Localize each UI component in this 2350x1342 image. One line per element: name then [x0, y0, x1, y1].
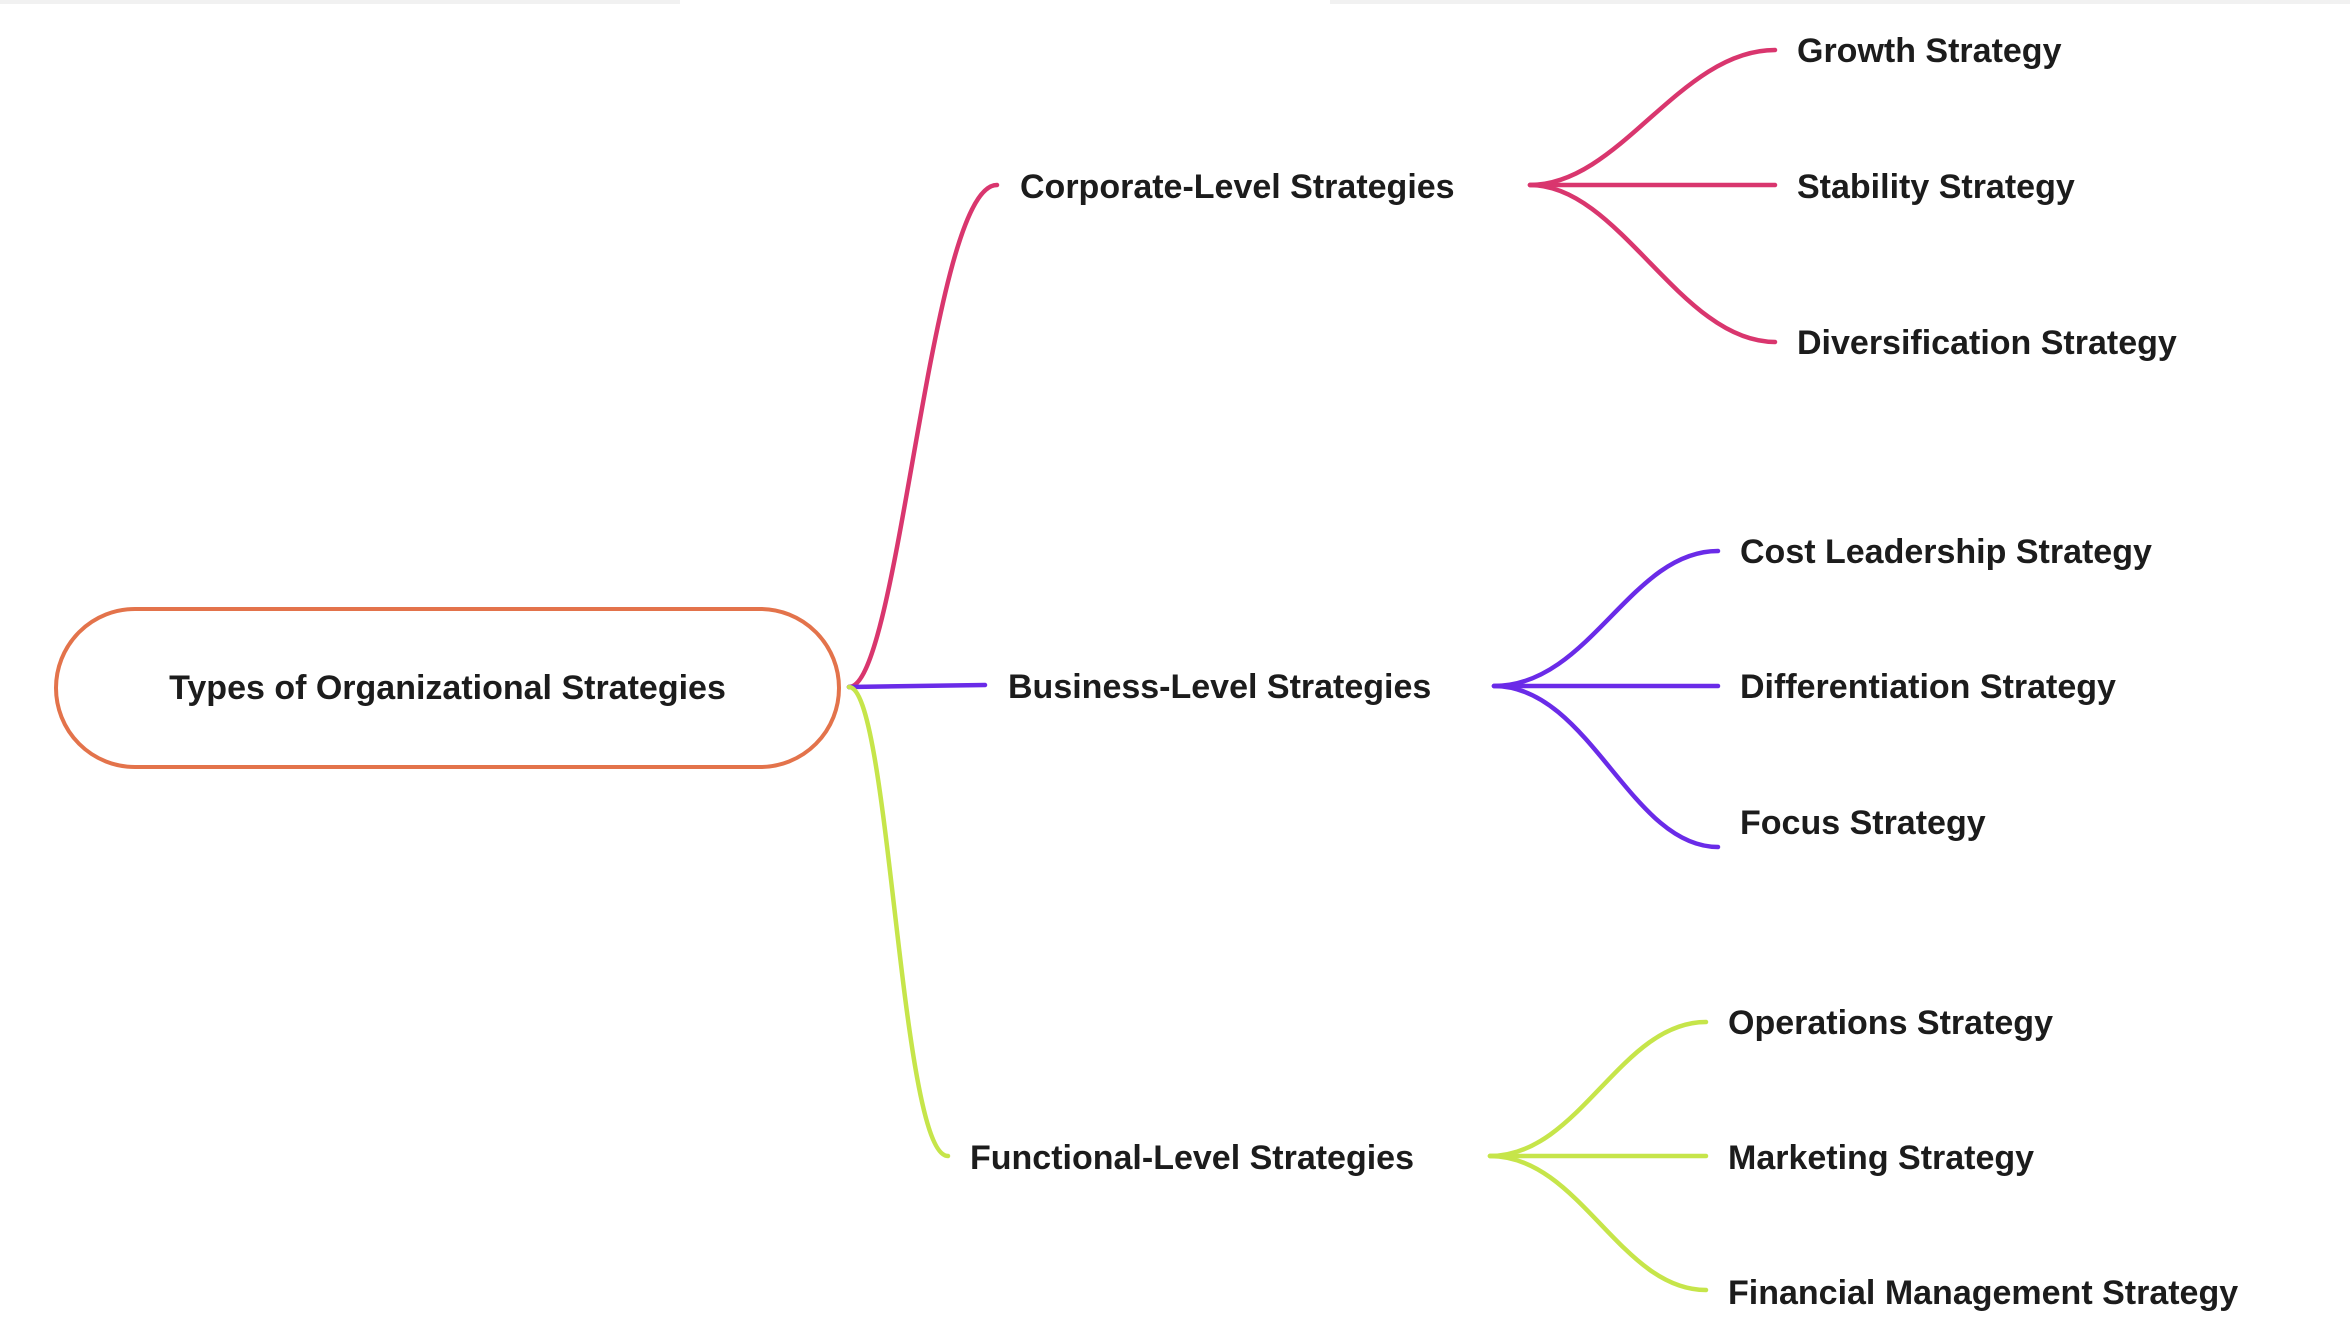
- leaf-node-financial-management[interactable]: Financial Management Strategy: [1728, 1274, 2239, 1312]
- connector-root-corporate: [846, 182, 1000, 690]
- leaf-node-growth[interactable]: Growth Strategy: [1797, 32, 2062, 70]
- connector-business-cost: [1491, 548, 1721, 689]
- connector-root-functional: [846, 684, 951, 1159]
- leaf-node-marketing[interactable]: Marketing Strategy: [1728, 1139, 2035, 1177]
- leaf-node-stability[interactable]: Stability Strategy: [1797, 168, 2075, 206]
- top-edge-shadow: [1330, 0, 2350, 4]
- connector-corporate-diversification: [1527, 182, 1778, 345]
- connector-corporate-growth: [1527, 47, 1778, 188]
- leaf-node-diversification[interactable]: Diversification Strategy: [1797, 324, 2177, 362]
- top-edge-shadow: [0, 0, 680, 4]
- leaf-node-operations[interactable]: Operations Strategy: [1728, 1004, 2053, 1042]
- branch-node-functional[interactable]: Functional-Level Strategies: [970, 1139, 1414, 1177]
- leaf-node-differentiation[interactable]: Differentiation Strategy: [1740, 668, 2116, 706]
- branch-node-corporate[interactable]: Corporate-Level Strategies: [1020, 168, 1455, 206]
- branch-node-business[interactable]: Business-Level Strategies: [1008, 668, 1432, 706]
- connector-business-focus: [1491, 683, 1721, 850]
- connector-root-business: [846, 682, 988, 690]
- leaf-node-cost-leadership[interactable]: Cost Leadership Strategy: [1740, 533, 2152, 571]
- root-node-label: Types of Organizational Strategies: [169, 668, 726, 707]
- connector-functional-operations: [1487, 1019, 1709, 1159]
- connector-functional-financial: [1487, 1153, 1709, 1293]
- root-node[interactable]: Types of Organizational Strategies: [54, 607, 841, 769]
- leaf-node-focus[interactable]: Focus Strategy: [1740, 804, 1986, 842]
